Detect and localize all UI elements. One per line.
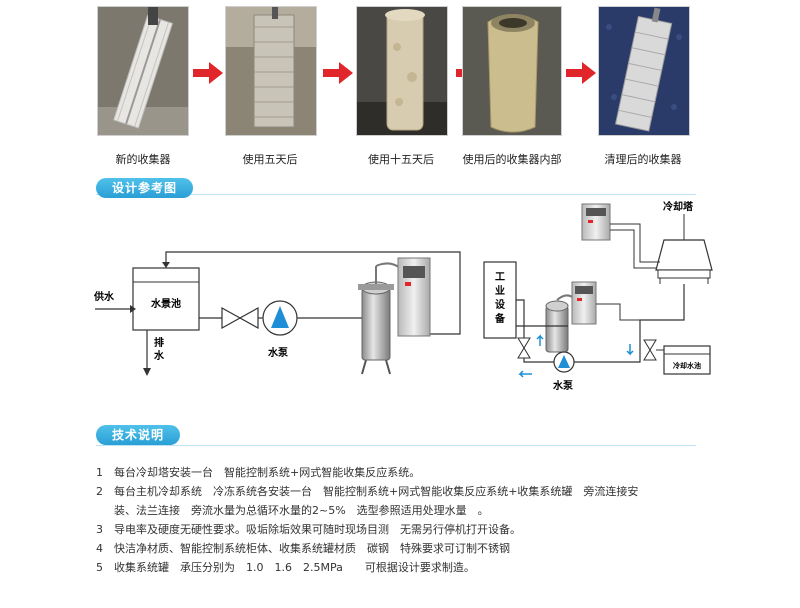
collector-tank-icon bbox=[358, 262, 401, 375]
tech-notes: 1 每台冷却塔安装一台 智能控制系统+网式智能收集反应系统。 2 每台主机冷却系… bbox=[96, 463, 776, 577]
left-system: 水景池 供水 排 水 水泵 bbox=[93, 251, 461, 376]
red-arrow-icon bbox=[193, 62, 223, 84]
pool-box bbox=[132, 267, 200, 331]
note-number: 5 bbox=[96, 561, 103, 574]
valve-icon-right bbox=[643, 339, 657, 361]
photo-inside-after-use bbox=[462, 6, 562, 136]
note-item: 3 导电率及硬度无硬性要求。吸垢除垢效果可随时现场目测 无需另行停机打开设备。 bbox=[96, 520, 776, 539]
photo-after-five-days bbox=[225, 6, 317, 136]
note-item: 2 每台主机冷却系统 冷冻系统各安装一台 智能控制系统+网式智能收集反应系统+收… bbox=[96, 482, 776, 501]
valve-icon-left bbox=[517, 337, 531, 359]
photo-new-collector bbox=[97, 6, 189, 136]
collector-cleaned-image bbox=[599, 7, 689, 135]
supply-label: 供水 bbox=[93, 290, 115, 303]
equipment-label-2: 业 bbox=[495, 284, 505, 297]
caption-after-fifteen-days: 使用十五天后 bbox=[368, 153, 434, 166]
section-divider bbox=[96, 194, 696, 195]
note-text: 快洁净材质、智能控制系统柜体、收集系统罐材质 碳钢 特殊要求可订制不锈钢 bbox=[114, 542, 510, 555]
cooling-pool-box bbox=[663, 345, 711, 375]
photo-row: 新的收集器 使用五天后 使用十五天后 使用后的收集器内部 清理后的收集器 bbox=[0, 6, 800, 166]
caption-after-five-days: 使用五天后 bbox=[242, 153, 298, 166]
note-item-continued: 装、法兰连接 旁流水量为总循环水量的2~5% 选型参照适用处理水量 。 bbox=[96, 501, 776, 520]
section-title-design: 设计参考图 bbox=[96, 178, 194, 198]
drain-label-2: 水 bbox=[153, 349, 165, 362]
note-item: 5 收集系统罐 承压分别为 1.0 1.6 2.5MPa 可根据设计要求制造。 bbox=[96, 558, 776, 577]
control-cabinet-icon bbox=[397, 257, 431, 337]
collector-fifteen-days-image bbox=[357, 7, 447, 135]
pump-label-right: 水泵 bbox=[552, 379, 574, 392]
red-arrow-icon bbox=[566, 62, 596, 84]
tower-label: 冷却塔 bbox=[663, 200, 694, 213]
note-number: 3 bbox=[96, 523, 103, 536]
caption-inside-after-use: 使用后的收集器内部 bbox=[462, 153, 562, 166]
collector-five-days-image bbox=[226, 7, 316, 135]
pump-label: 水泵 bbox=[267, 346, 289, 359]
pool-label: 水景池 bbox=[150, 297, 181, 310]
note-number: 4 bbox=[96, 542, 103, 555]
caption-cleaned-collector: 清理后的收集器 bbox=[604, 153, 682, 166]
note-text: 收集系统罐 承压分别为 1.0 1.6 2.5MPa 可根据设计要求制造。 bbox=[114, 561, 475, 574]
red-arrow-icon bbox=[323, 62, 353, 84]
note-text-continued: 装、法兰连接 旁流水量为总循环水量的2~5% 选型参照适用处理水量 。 bbox=[114, 504, 489, 517]
note-item: 4 快洁净材质、智能控制系统柜体、收集系统罐材质 碳钢 特殊要求可订制不锈钢 bbox=[96, 539, 776, 558]
cooling-pool-label: 冷却水池 bbox=[673, 361, 701, 370]
note-number: 1 bbox=[96, 466, 103, 479]
equipment-label-4: 备 bbox=[494, 312, 506, 325]
note-item: 1 每台冷却塔安装一台 智能控制系统+网式智能收集反应系统。 bbox=[96, 463, 776, 482]
note-text: 每台冷却塔安装一台 智能控制系统+网式智能收集反应系统。 bbox=[114, 466, 421, 479]
note-text: 导电率及硬度无硬性要求。吸垢除垢效果可随时现场目测 无需另行停机打开设备。 bbox=[114, 523, 521, 536]
collector-inside-image bbox=[463, 7, 561, 135]
collector-tank-small-icon bbox=[545, 294, 575, 353]
photo-cleaned-collector bbox=[598, 6, 690, 136]
collector-new-image bbox=[98, 7, 188, 135]
right-system: 工 业 设 备 冷却塔 bbox=[483, 200, 713, 392]
system-diagram: 水景池 供水 排 水 水泵 bbox=[93, 200, 713, 392]
cooling-tower-icon bbox=[655, 239, 713, 284]
note-text: 每台主机冷却系统 冷冻系统各安装一台 智能控制系统+网式智能收集反应系统+收集系… bbox=[114, 485, 639, 498]
caption-new-collector: 新的收集器 bbox=[115, 153, 171, 166]
equipment-label-3: 设 bbox=[495, 298, 505, 311]
drain-label-1: 排 bbox=[154, 336, 164, 349]
photo-after-fifteen-days bbox=[356, 6, 448, 136]
note-number: 2 bbox=[96, 485, 103, 498]
section-title-tech: 技术说明 bbox=[96, 425, 181, 445]
valve-icon bbox=[221, 306, 259, 330]
control-cabinet-small-icon bbox=[571, 281, 597, 325]
control-cabinet-top-icon bbox=[581, 203, 611, 241]
equipment-label-1: 工 bbox=[495, 272, 505, 283]
section-divider bbox=[96, 445, 696, 446]
